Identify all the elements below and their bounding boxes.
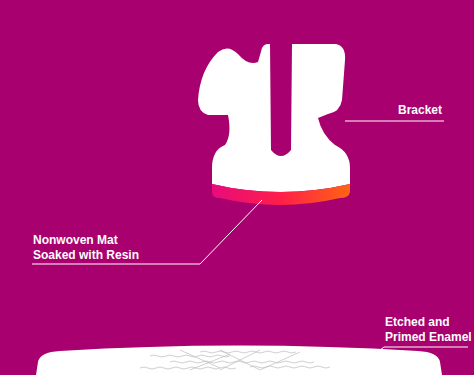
part-label: Bracket — [398, 103, 468, 118]
part-label: Nonwoven Mat Soaked with Resin — [33, 233, 151, 263]
resin-mat — [212, 184, 350, 205]
bracket-shape — [198, 44, 350, 192]
enamel-surface — [36, 346, 442, 375]
etch-pattern — [140, 350, 330, 370]
part-label: Etched and Primed Enamel — [385, 315, 474, 345]
